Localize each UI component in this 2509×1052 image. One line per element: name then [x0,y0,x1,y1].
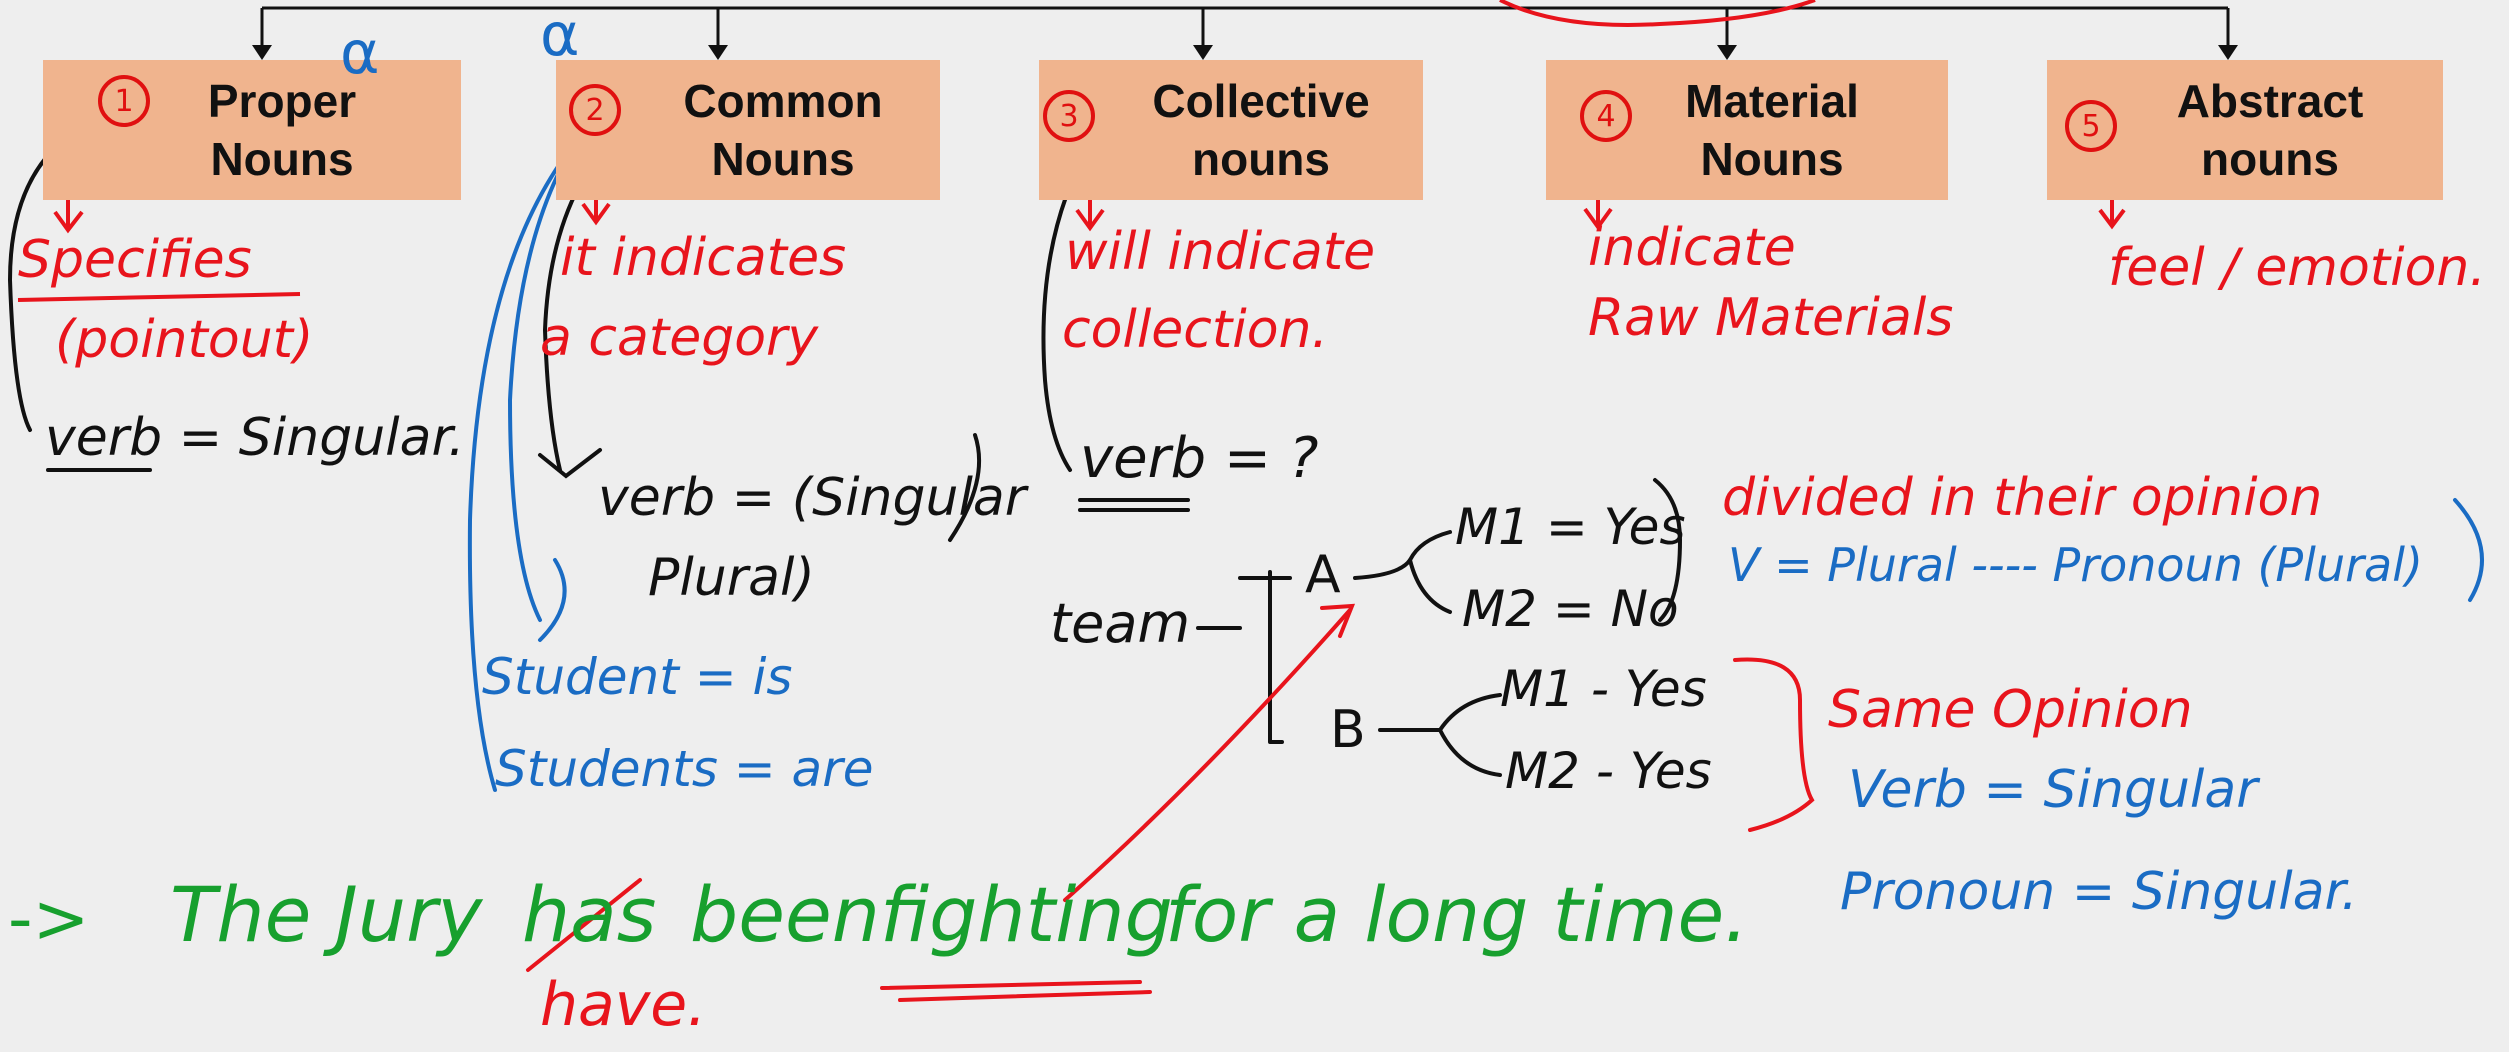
number-badge: 2 [569,84,621,136]
noun-type-title: Proper Nouns [207,75,357,185]
example-part-2: been [690,870,880,959]
abstract-note: feel / emotion. [2108,238,2486,298]
proper-note-1: Specifies [18,230,252,290]
alpha-mark: α [540,0,580,70]
same-opinion-verb: Verb = Singular [1848,760,2258,820]
group-a-member-2: M2 = No [1462,580,1679,638]
top-red-arc [1499,0,1816,27]
group-b-member-1: M1 - Yes [1500,660,1707,718]
material-note-2: Raw Materials [1588,288,1954,348]
alpha-mark: α [340,18,380,88]
collective-verb-rule: verb = ? [1080,426,1319,491]
example-part-1: The Jury [170,870,483,959]
common-verb-plural: Plural) [648,548,815,608]
group-b-member-2: M2 - Yes [1505,742,1712,800]
same-opinion-pronoun: Pronoun = Singular. [1840,862,2358,922]
collective-note-2: collection. [1062,300,1329,360]
collective-note-1: will indicate [1065,222,1376,282]
noun-type-title: Collective nouns [1152,75,1370,185]
common-verb-rule: verb = (Singular [598,468,1027,528]
common-note-1: it indicates [560,228,847,288]
proper-verb-rule: verb = Singular. [45,408,465,468]
common-example-1: Student = is [482,648,793,706]
team-label: team [1050,592,1191,655]
number-badge: 5 [2065,100,2117,152]
proper-note-2: (pointout) [55,310,314,370]
group-b-label: B [1330,700,1366,760]
number-badge: 3 [1043,90,1095,142]
group-a-label: A [1305,545,1341,605]
divided-opinion-rule: V = Plural ---- Pronoun (Plural) [1728,538,2423,592]
group-a-member-1: M1 = Yes [1455,498,1686,556]
noun-type-box-abstract: Abstract nouns [2047,60,2443,200]
noun-type-title: Common Nouns [683,75,883,185]
common-note-2: a category [540,308,819,368]
example-arrow: -> [8,880,90,959]
same-opinion-note: Same Opinion [1828,680,2193,740]
common-example-2: Students = are [495,740,874,798]
noun-type-title: Abstract nouns [2176,75,2364,185]
example-correction: have. [540,970,707,1040]
number-badge: 4 [1580,90,1632,142]
noun-type-box-collective: Collective nouns [1039,60,1423,200]
example-struck-word: has [522,870,657,959]
example-word-fighting: fighting [880,870,1173,959]
material-note-1: indicate [1588,218,1796,278]
number-badge: 1 [98,75,150,127]
example-part-3: for a long time. [1165,870,1749,959]
noun-type-box-common: Common Nouns [556,60,940,200]
noun-type-title: Material Nouns [1685,75,1859,185]
divided-opinion-note: divided in their opinion [1722,468,2323,528]
